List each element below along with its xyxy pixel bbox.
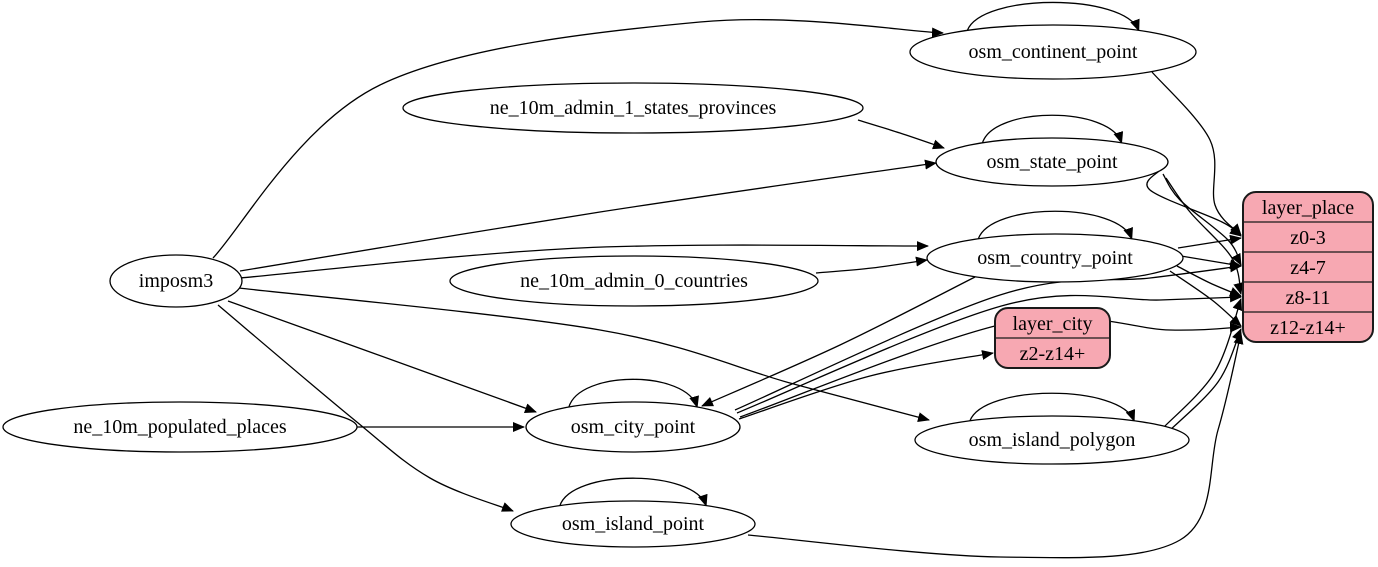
edge-osm_city_point-layer_city-row0	[738, 350, 994, 420]
record-title: layer_place	[1262, 197, 1354, 219]
node-osm_island_polygon: osm_island_polygon	[914, 415, 1190, 465]
edge-osm_city_point-layer_place-row1	[734, 262, 1242, 411]
node-layer_city: layer_city z2-z14+	[994, 307, 1111, 369]
edge-osm_city_point-layer_place-row2	[736, 292, 1242, 414]
table-label: osm_island_polygon	[969, 429, 1136, 451]
record-title: layer_city	[1013, 313, 1093, 335]
edge-osm_state_point-layer_place-row0	[1146, 169, 1242, 237]
node-ne_10m_populated_places: ne_10m_populated_places	[2, 401, 358, 453]
node-ne_10m_admin_1_states_provinces: ne_10m_admin_1_states_provinces	[402, 82, 864, 134]
table-label: imposm3	[139, 270, 213, 292]
edge-osm_country_point-osm_city_point	[701, 276, 976, 407]
layer-record-box	[1242, 191, 1374, 343]
edge-osm_country_point-layer_place-row0	[1177, 234, 1242, 249]
edge-imposm3-osm_country_point	[239, 241, 929, 279]
node-osm_state_point: osm_state_point	[935, 137, 1169, 187]
table-ellipse	[510, 500, 756, 548]
edge-imposm3-osm_city_point	[227, 300, 537, 413]
node-osm_city_point: osm_city_point	[525, 401, 741, 453]
edge-osm_state_point-osm_state_point-self-loop	[981, 114, 1124, 144]
table-label: ne_10m_populated_places	[73, 416, 286, 438]
node-ne_10m_admin_0_countries: ne_10m_admin_0_countries	[449, 255, 819, 307]
table-ellipse	[935, 137, 1169, 187]
table-ellipse	[909, 24, 1197, 80]
edge-osm_island_polygon-layer_place-row2	[1162, 298, 1243, 429]
table-label: ne_10m_admin_0_countries	[520, 270, 748, 292]
edge-ne_10m_admin_0_countries-osm_country_point	[815, 256, 928, 274]
node-osm_continent_point: osm_continent_point	[909, 24, 1197, 80]
edge-imposm3-osm_island_point	[217, 304, 514, 512]
table-label: osm_island_point	[562, 513, 705, 535]
table-label: ne_10m_admin_1_states_provinces	[490, 97, 777, 119]
table-ellipse	[525, 401, 741, 453]
edge-osm_island_polygon-osm_island_polygon-self-loop	[969, 392, 1136, 422]
edge-osm_island_point-osm_island_point-self-loop	[559, 477, 708, 507]
table-ellipse	[926, 233, 1184, 283]
edge-osm_city_point-osm_city_point-self-loop	[568, 378, 699, 409]
edge-layer	[212, 1, 1244, 559]
record-zoom-row: z12-z14+	[1270, 317, 1346, 339]
edge-imposm3-osm_island_polygon	[238, 287, 930, 423]
edge-osm_state_point-layer_place-row1	[1162, 173, 1242, 266]
table-ellipse	[402, 82, 864, 134]
edge-ne_10m_admin_1_states_provinces-osm_state_point	[857, 119, 945, 150]
node-imposm3: imposm3	[109, 254, 243, 308]
table-label: osm_state_point	[986, 151, 1118, 173]
edge-osm_island_point-layer_place-row3	[747, 332, 1244, 559]
edge-osm_country_point-osm_country_point-self-loop	[977, 210, 1133, 240]
table-label: osm_country_point	[977, 247, 1133, 269]
node-layer_place: layer_place z0-3 z4-7 z8-11 z12-z14+	[1242, 191, 1374, 343]
record-zoom-row: z8-11	[1286, 287, 1331, 309]
edge-imposm3-osm_continent_point	[212, 18, 944, 259]
edge-osm_city_point-layer_place-row3	[739, 316, 1242, 418]
table-ellipse	[109, 254, 243, 308]
node-osm_country_point: osm_country_point	[926, 233, 1184, 283]
record-zoom-row: z2-z14+	[1020, 343, 1086, 365]
record-zoom-row: z0-3	[1290, 227, 1326, 249]
node-osm_island_point: osm_island_point	[510, 500, 756, 548]
record-zoom-row: z4-7	[1290, 257, 1326, 279]
edge-osm_continent_point-osm_continent_point-self-loop	[966, 1, 1140, 32]
edge-osm_state_point-layer_place-row2	[1165, 177, 1244, 295]
table-ellipse	[914, 415, 1190, 465]
table-label: osm_continent_point	[969, 41, 1138, 63]
table-ellipse	[2, 401, 358, 453]
edge-osm_continent_point-layer_place-row0	[1151, 71, 1242, 236]
node-layer: imposm3 ne_10m_admin_1_states_provincesne…	[2, 24, 1374, 548]
table-label: osm_city_point	[571, 416, 696, 438]
table-ellipse	[449, 255, 819, 307]
edge-imposm3-osm_state_point	[239, 159, 937, 272]
